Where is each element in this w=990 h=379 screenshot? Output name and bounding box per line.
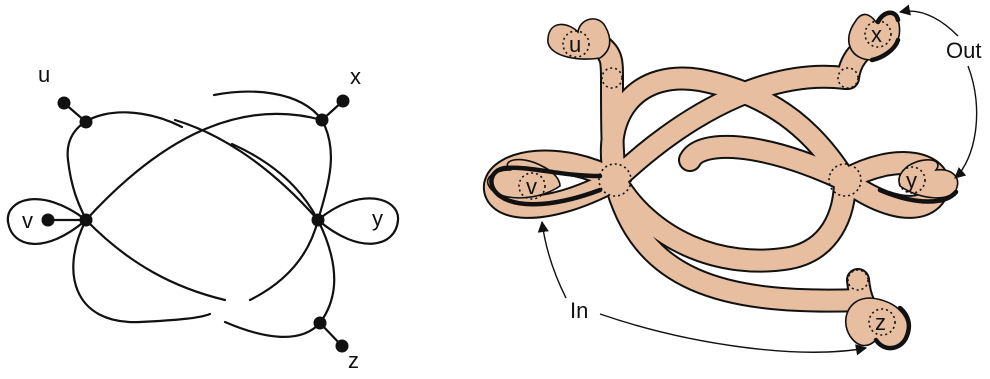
left-edge-top-right: [212, 90, 332, 223]
dotted-z-joint: [847, 269, 869, 291]
dotted-u: [562, 30, 590, 58]
dotted-z: [868, 308, 896, 336]
dotted-x: [864, 20, 892, 48]
left-label-v: v: [22, 208, 33, 233]
left-edge-bottom-left: [72, 218, 212, 324]
dotted-v: [518, 172, 546, 200]
in-arrow-to-v: [537, 220, 567, 299]
left-vertices: [41, 94, 350, 353]
left-graph: [6, 90, 400, 348]
dotted-y: [898, 166, 926, 194]
left-vertex-v: [41, 213, 55, 227]
left-edge-diagonal-1: [84, 112, 324, 222]
boundary-x-top: [875, 10, 901, 25]
out-arrow-to-y: [954, 65, 978, 179]
left-edge-top-left: [66, 111, 184, 222]
right-label-z: z: [875, 310, 886, 335]
in-arrow-to-z: [599, 313, 868, 356]
left-vertex-x-hub: [315, 113, 329, 127]
right-dotted-circles: [518, 20, 926, 336]
dotted-hub-right: [828, 163, 862, 197]
left-edge-diagonal-3: [248, 218, 320, 302]
band-u-stem: [602, 70, 625, 190]
dotted-u-joint: [601, 67, 623, 89]
right-labels: u x v y z: [526, 22, 917, 335]
band-cross: [680, 136, 855, 190]
right-label-v: v: [526, 174, 537, 199]
left-label-z: z: [348, 348, 359, 373]
left-vertex-u: [57, 96, 71, 110]
left-labels: u x v y z: [22, 62, 383, 373]
left-vertex-u-hub: [79, 115, 93, 129]
band-diagonal-down: [605, 170, 870, 311]
boundary-x: [869, 37, 901, 63]
left-vertex-z: [335, 339, 349, 353]
dotted-x-joint: [837, 67, 859, 89]
right-label-u: u: [569, 32, 581, 57]
band-arc-bottom: [605, 170, 855, 271]
left-vertex-x: [336, 94, 350, 108]
right-label-y: y: [906, 168, 917, 193]
left-vertex-v-hub: [79, 213, 93, 227]
left-label-x: x: [350, 64, 361, 89]
left-edge-diagonal-4: [173, 118, 320, 222]
annotation-in: In: [570, 298, 588, 323]
boundary-y: [877, 187, 959, 204]
right-label-x: x: [871, 22, 882, 47]
left-edge-diagonal-2: [84, 218, 227, 302]
left-label-u: u: [38, 62, 50, 87]
boundary-v: [489, 165, 603, 207]
dotted-hub-left: [598, 163, 632, 197]
left-vertex-z-hub: [313, 316, 327, 330]
right-annotations: [537, 4, 978, 356]
left-loop-y: [316, 197, 400, 245]
left-vertex-y-hub: [311, 213, 325, 227]
boundary-z: [873, 305, 912, 351]
heart-y: [898, 158, 959, 199]
annotation-out: Out: [946, 38, 981, 63]
right-boundary-highlights: [489, 10, 959, 351]
right-surface: u x v y z Out In: [483, 4, 981, 356]
left-loop-v: [6, 198, 88, 245]
left-label-y: y: [372, 206, 383, 231]
out-arrow-to-x: [898, 4, 959, 37]
band-diagonal-up: [605, 66, 855, 190]
